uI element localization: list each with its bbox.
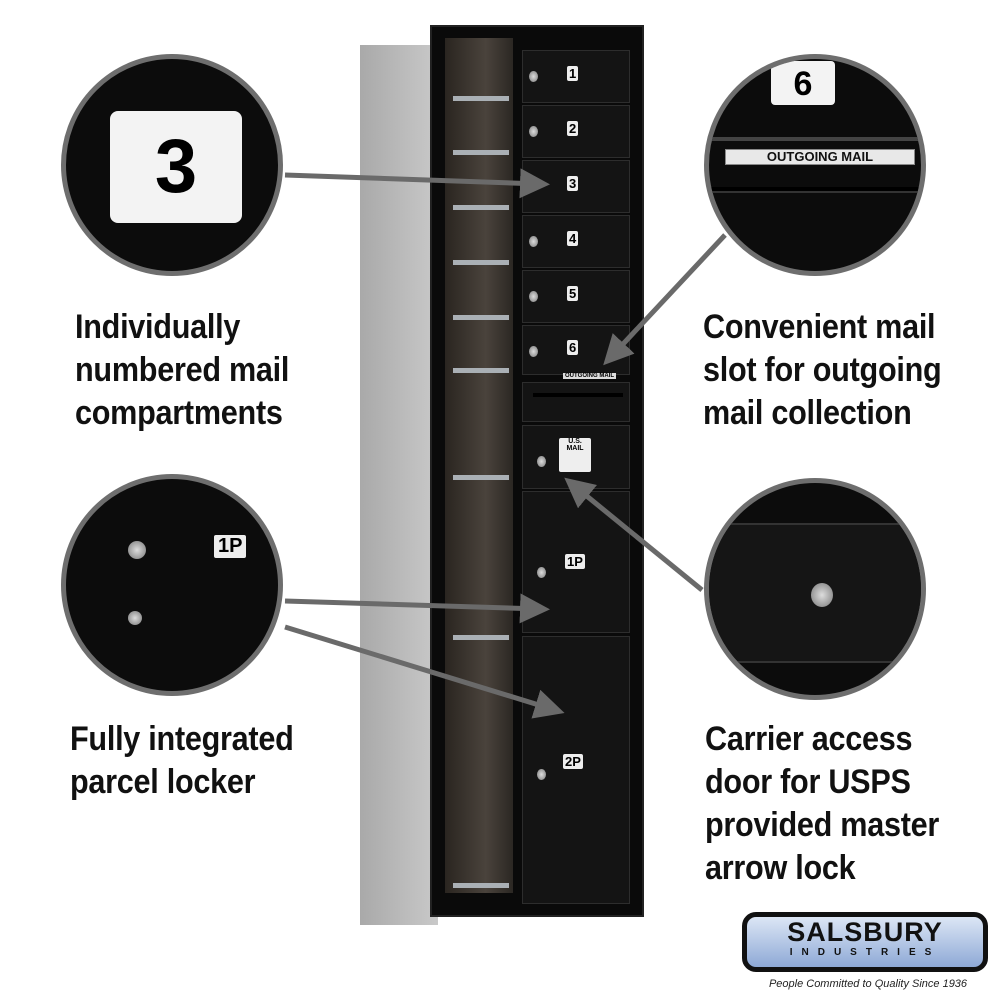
zoom-circle-carrier (704, 478, 926, 700)
lock-icon (537, 769, 546, 780)
lock-icon (128, 541, 146, 559)
shelf (453, 475, 509, 480)
compartment-number: 5 (567, 286, 579, 301)
lock-icon (529, 71, 538, 82)
arrow (284, 593, 550, 624)
arrow (564, 477, 704, 592)
shelf (453, 635, 509, 640)
lock-icon (529, 291, 538, 302)
shelf (453, 368, 509, 373)
lock-icon (529, 126, 538, 137)
shelf (453, 883, 509, 888)
lock-icon (529, 346, 538, 357)
shelf (453, 205, 509, 210)
compartment-door-4[interactable]: 4 (522, 215, 630, 268)
parcel-locker-2p[interactable]: 2P (522, 636, 630, 904)
compartment-number: 6 (567, 340, 579, 355)
arrow (284, 624, 565, 719)
parcel-number: 1P (565, 554, 585, 569)
parcel-number: 1P (214, 535, 247, 558)
logo-tagline: People Committed to Quality Since 1936 (768, 978, 968, 990)
compartment-number: 3 (567, 176, 579, 191)
outgoing-mail-label: OUTGOING MAIL (725, 149, 915, 165)
lock-icon (128, 611, 142, 625)
arrow-lock-icon (811, 583, 833, 607)
arrow (603, 233, 727, 366)
shelf (453, 96, 509, 101)
compartment-door-5[interactable]: 5 (522, 270, 630, 323)
shelf (453, 315, 509, 320)
lock-icon (537, 567, 546, 578)
zoom-circle-number: 3 (61, 54, 283, 276)
mailbox-back-panel (360, 45, 438, 925)
lock-icon (529, 236, 538, 247)
us-mail-plate: U.S. MAIL (559, 438, 591, 472)
outgoing-mail-label: OUTGOING MAIL (563, 373, 616, 379)
compartment-door-2[interactable]: 2 (522, 105, 630, 158)
zoom-circle-outgoing: 6 OUTGOING MAIL (704, 54, 926, 276)
compartment-number: 2 (567, 121, 579, 136)
number-plate: 3 (110, 111, 242, 223)
outgoing-mail-slot[interactable] (522, 382, 630, 422)
salsbury-logo: SALSBURY INDUSTRIES (742, 912, 988, 972)
shelf (453, 150, 509, 155)
zoom-circle-parcel: 1P (61, 474, 283, 696)
shelf (453, 260, 509, 265)
parcel-number: 2P (563, 754, 583, 769)
compartment-number: 4 (567, 231, 579, 246)
compartment-number: 1 (567, 66, 579, 81)
arrow (284, 168, 550, 199)
number-plate: 6 (771, 61, 835, 105)
arrow-lock-icon (537, 456, 546, 467)
compartment-door-1[interactable]: 1 (522, 50, 630, 103)
